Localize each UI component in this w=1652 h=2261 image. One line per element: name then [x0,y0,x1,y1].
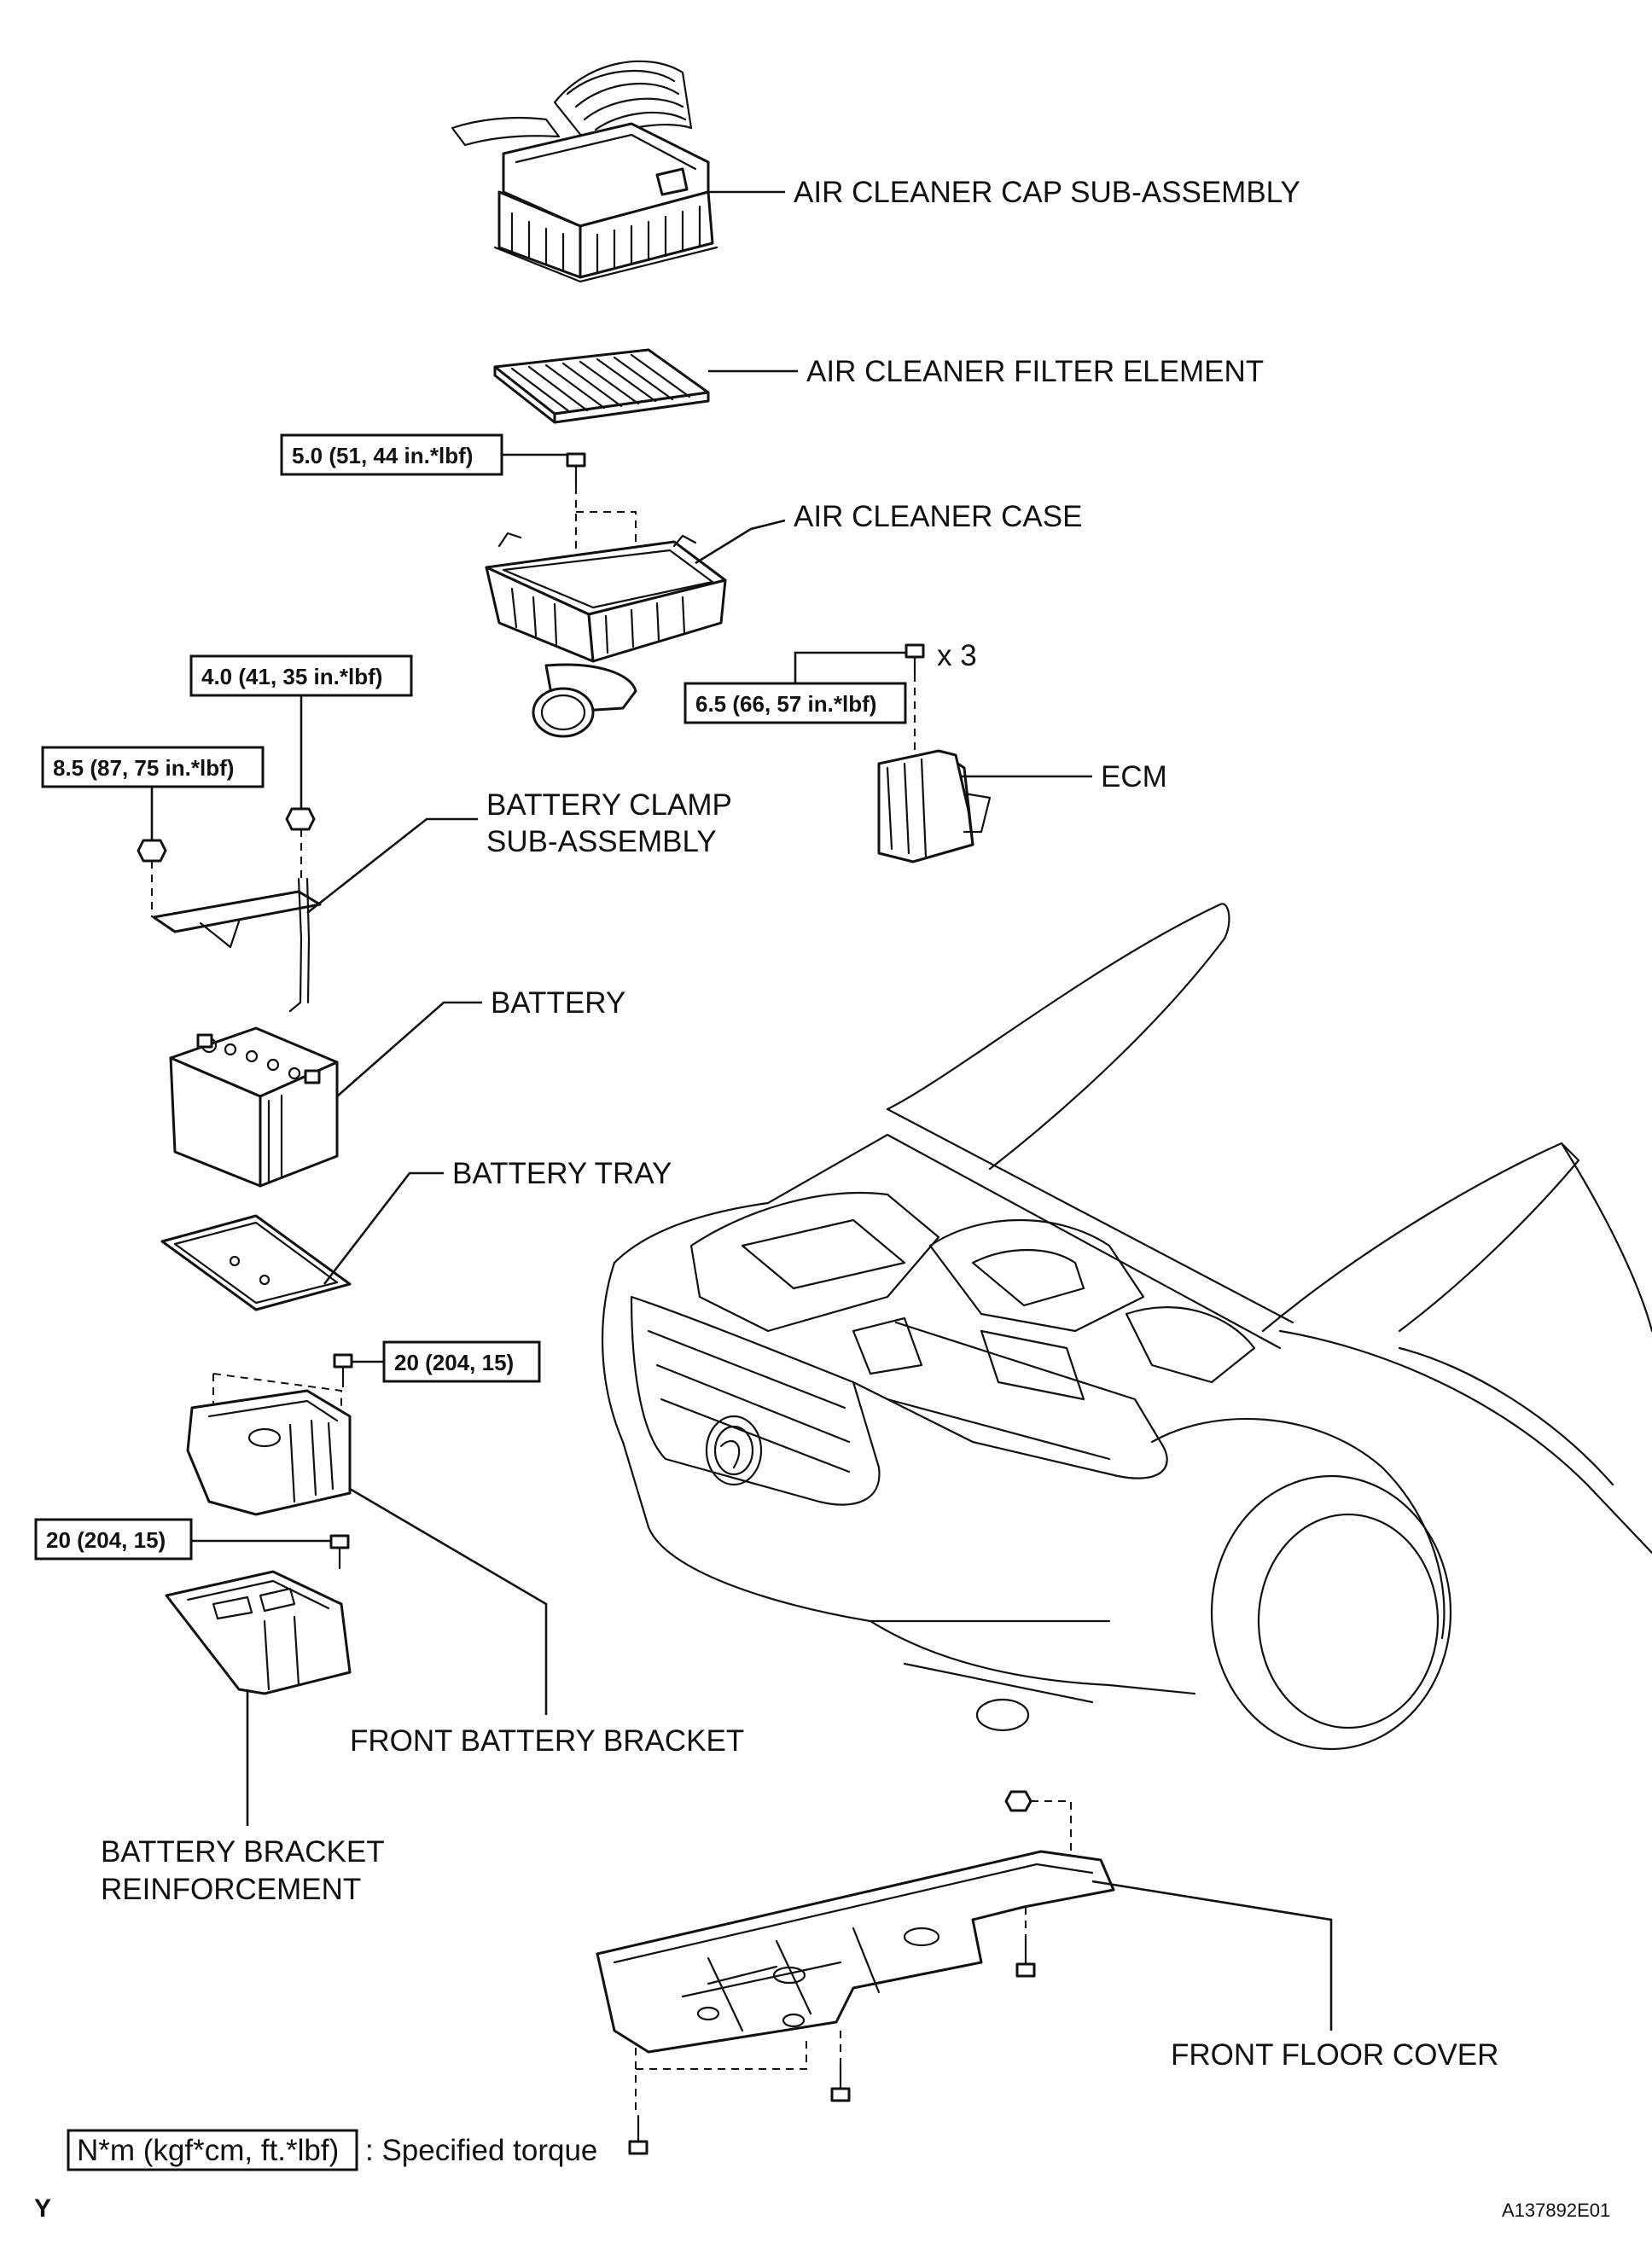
leader-front-battery-bracket [349,1487,548,1715]
torque-reinforcement-bolt: 20 (204, 15) [46,1527,166,1553]
torque-box-clamp-right [189,654,413,697]
air-cleaner-cap-drawing [451,60,718,283]
torque-box-front-bracket [382,1340,541,1383]
label-battery-clamp-1: BATTERY CLAMP [486,788,732,822]
leader-ecm-bolt [794,651,906,683]
air-cleaner-case-drawing [485,532,727,738]
label-battery-bracket-reinforcement-2: REINFORCEMENT [101,1873,361,1906]
label-front-battery-bracket: FRONT BATTERY BRACKET [350,1724,744,1758]
label-battery-clamp-2: SUB-ASSEMBLY [486,825,717,858]
battery-bracket-reinforcement-drawing [165,1570,352,1695]
battery-tray-drawing [160,1214,352,1311]
label-air-filter: AIR CLEANER FILTER ELEMENT [806,355,1264,388]
floor-cover-bolt-3-icon [830,2061,851,2102]
label-battery-bracket-reinforcement-1: BATTERY BRACKET [101,1835,385,1869]
label-air-cleaner-case: AIR CLEANER CASE [794,500,1082,533]
clamp-nut-right-icon [285,807,316,831]
dashed-floor-cover-nut [1031,1800,1072,1856]
vehicle-front-drawing [601,903,1652,1751]
leader-battery [336,1001,482,1097]
torque-box-clamp-left [41,746,265,788]
battery-drawing [169,1026,339,1188]
dashed-floor-cover-bolts [635,2039,807,2116]
footer-key: Y [34,2194,51,2223]
label-battery: BATTERY [491,986,625,1020]
legend-unit: N*m (kgf*cm, ft.*lbf) [77,2134,339,2167]
label-ecm-qty: x 3 [937,639,977,672]
torque-box-reinforcement [34,1518,193,1561]
torque-box-ecm-bolt [683,682,907,724]
clamp-nut-left-icon [137,839,167,863]
reinforcement-bolt-icon [329,1534,350,1570]
leader-front-floor-cover [1091,1880,1333,2031]
torque-front-bracket-bolt: 20 (204, 15) [394,1350,514,1375]
floor-cover-nut-icon [1004,1790,1032,1812]
battery-clamp-drawing [152,877,322,1013]
legend-torque-box [67,2129,358,2171]
torque-clamp-nut-left: 8.5 (87, 75 in.*lbf) [53,755,234,781]
floor-cover-bolt-1-icon [1015,1935,1036,1978]
torque-clamp-nut-right: 4.0 (41, 35 in.*lbf) [201,664,382,689]
front-bracket-bolt-icon [333,1353,353,1388]
ecm-drawing [877,749,992,863]
legend-text: : Specified torque [365,2134,597,2167]
case-bolt-icon [566,452,586,488]
air-cleaner-filter-drawing [493,348,710,424]
torque-ecm-bolt: 6.5 (66, 57 in.*lbf) [695,691,876,717]
leader-air-cleaner-case [695,519,786,565]
label-front-floor-cover: FRONT FLOOR COVER [1171,2038,1498,2072]
label-air-cleaner-cap: AIR CLEANER CAP SUB-ASSEMBLY [794,176,1300,209]
floor-cover-bolt-2-icon [628,2114,649,2155]
label-battery-tray: BATTERY TRAY [452,1157,672,1190]
ecm-bolt-icon [905,643,925,676]
front-floor-cover-drawing [596,1850,1115,2054]
torque-case-bolt: 5.0 (51, 44 in.*lbf) [292,443,473,468]
leader-battery-clamp [306,817,478,915]
front-battery-bracket-drawing [186,1389,352,1516]
label-ecm: ECM [1101,760,1167,793]
torque-box-case-bolt [280,433,503,476]
leader-battery-tray [323,1171,444,1285]
footer-reference: A137892E01 [1502,2200,1610,2221]
